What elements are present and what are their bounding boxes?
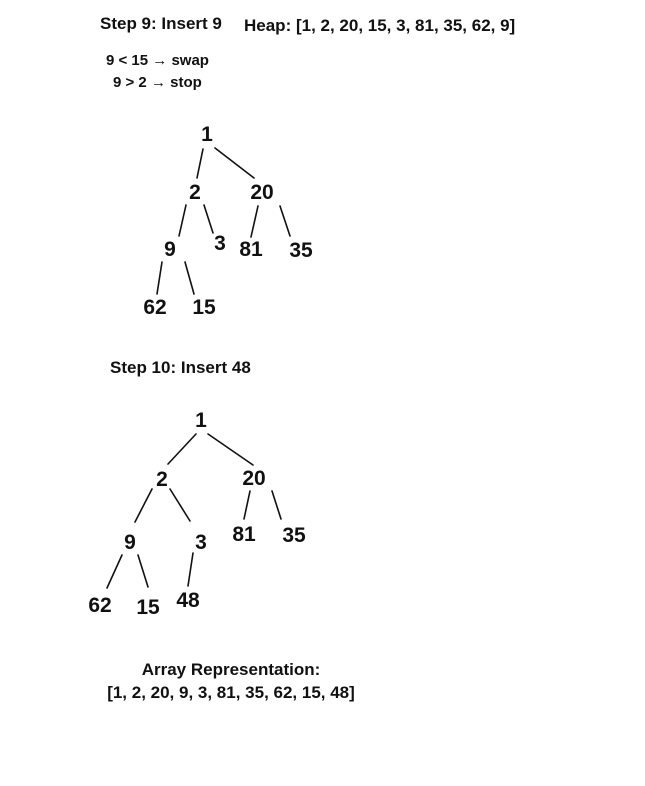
array-value: [1, 2, 20, 9, 3, 81, 35, 62, 15, 48] (107, 683, 355, 702)
edge-s10-3-48 (187, 552, 194, 587)
step9-title: Step 9: Insert 9 (100, 14, 222, 33)
s9-node-20: 20 (250, 181, 274, 204)
s9-node-9: 9 (164, 238, 176, 261)
edge-s9-2-3 (203, 204, 214, 234)
edge-s10-1-2 (167, 433, 197, 465)
step9-heap: Heap: [1, 2, 20, 15, 3, 81, 35, 62, 9] (244, 16, 516, 35)
s10-node-35: 35 (282, 524, 306, 547)
edge-s9-1-2 (196, 148, 204, 179)
s9-node-3: 3 (214, 232, 226, 255)
edge-s9-20-35 (279, 205, 291, 237)
s10-node-81: 81 (232, 523, 256, 546)
s10-node-2: 2 (156, 468, 168, 491)
s10-node-20: 20 (242, 467, 266, 490)
edge-s9-1-20 (214, 147, 255, 179)
edge-s10-1-20 (207, 433, 254, 466)
s9-node-62: 62 (143, 296, 167, 319)
edge-s10-9-62 (106, 554, 123, 589)
array-label: Array Representation: (141, 660, 321, 679)
edge-s10-2-9 (134, 488, 153, 523)
s9-node-15: 15 (192, 296, 216, 319)
s10-node-9: 9 (124, 531, 136, 554)
edge-s10-20-35 (271, 490, 282, 520)
s10-node-48: 48 (176, 589, 200, 612)
s10-node-15: 15 (136, 596, 160, 619)
s9-node-1: 1 (201, 123, 213, 146)
edge-s10-9-15 (137, 554, 149, 588)
s10-node-3: 3 (195, 531, 207, 554)
edge-s9-9-15 (184, 261, 195, 295)
edge-s10-2-3 (169, 488, 191, 522)
s10-node-62: 62 (88, 594, 112, 617)
s9-node-2: 2 (189, 181, 201, 204)
s10-node-1: 1 (195, 409, 207, 432)
edge-s9-2-9 (178, 204, 187, 237)
edge-s10-20-81 (243, 490, 251, 520)
step9-note-stop: 9 > 2 → stop (113, 74, 202, 91)
step10-title: Step 10: Insert 48 (110, 358, 251, 377)
s9-node-81: 81 (239, 238, 263, 261)
edge-s9-20-81 (250, 205, 259, 238)
edge-s9-9-62 (156, 261, 163, 295)
s9-node-35: 35 (289, 239, 313, 262)
step9-note-swap: 9 < 15 → swap (106, 52, 209, 69)
